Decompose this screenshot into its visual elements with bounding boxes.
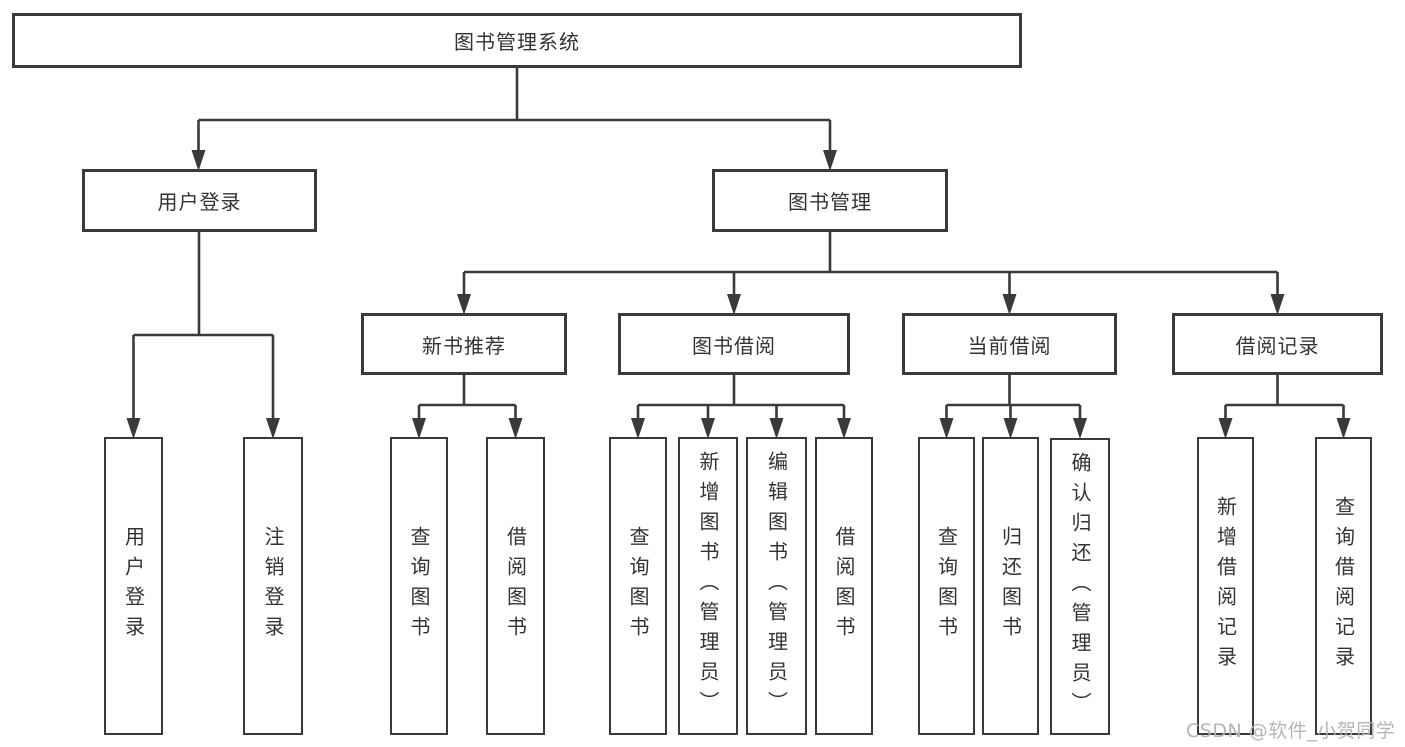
leaf-add-borrow-record: 新增借阅记录 — [1197, 437, 1254, 735]
leaf-query-books-recommend-label: 查询图书 — [407, 526, 431, 646]
node-book-borrowing: 图书借阅 — [618, 313, 850, 375]
leaf-user-login-label: 用户登录 — [121, 526, 146, 646]
node-new-book-recommend: 新书推荐 — [361, 313, 567, 375]
leaf-query-books-current: 查询图书 — [918, 437, 975, 735]
node-book-management-label: 图书管理 — [788, 190, 872, 214]
leaf-query-borrow-record: 查询借阅记录 — [1315, 437, 1372, 735]
node-system-root-label: 图书管理系统 — [454, 30, 580, 54]
leaf-add-borrow-record-label: 新增借阅记录 — [1213, 496, 1238, 676]
leaf-borrow-books-recommend-label: 借阅图书 — [503, 526, 528, 646]
node-book-management: 图书管理 — [712, 169, 948, 232]
node-borrowing-records-label: 借阅记录 — [1235, 333, 1320, 358]
leaf-edit-book-admin-label: 编辑图书（管理员） — [764, 451, 789, 721]
leaf-edit-book-admin: 编辑图书（管理员） — [746, 437, 807, 735]
leaf-query-books-borrowing: 查询图书 — [609, 437, 667, 735]
leaf-borrow-books-borrowing-label: 借阅图书 — [832, 526, 856, 646]
leaf-query-books-borrowing-label: 查询图书 — [626, 526, 650, 646]
node-borrowing-records: 借阅记录 — [1172, 313, 1383, 375]
leaf-query-books-current-label: 查询图书 — [934, 526, 959, 646]
leaf-borrow-books-recommend: 借阅图书 — [486, 437, 545, 735]
node-user-login: 用户登录 — [82, 169, 317, 232]
leaf-query-books-recommend: 查询图书 — [390, 437, 448, 735]
leaf-query-borrow-record-label: 查询借阅记录 — [1331, 496, 1356, 676]
leaf-return-book-label: 归还图书 — [998, 526, 1023, 646]
node-current-borrowing: 当前借阅 — [902, 313, 1117, 375]
csdn-watermark: CSDN @软件_小贺同学 — [1186, 720, 1396, 742]
leaf-return-book: 归还图书 — [982, 437, 1039, 735]
leaf-confirm-return-admin-label: 确认归还（管理员） — [1068, 451, 1092, 722]
leaf-confirm-return-admin: 确认归还（管理员） — [1050, 438, 1110, 735]
node-current-borrowing-label: 当前借阅 — [967, 333, 1052, 358]
node-user-login-label: 用户登录 — [157, 190, 242, 214]
leaf-add-book-admin: 新增图书（管理员） — [678, 437, 738, 735]
leaf-borrow-books-borrowing: 借阅图书 — [815, 437, 873, 735]
leaf-logout-label: 注销登录 — [261, 526, 285, 646]
leaf-logout: 注销登录 — [243, 437, 303, 735]
node-system-root: 图书管理系统 — [12, 13, 1022, 68]
leaf-user-login: 用户登录 — [104, 437, 163, 735]
leaf-add-book-admin-label: 新增图书（管理员） — [696, 451, 720, 721]
node-book-borrowing-label: 图书借阅 — [692, 333, 776, 358]
node-new-book-recommend-label: 新书推荐 — [422, 333, 506, 358]
